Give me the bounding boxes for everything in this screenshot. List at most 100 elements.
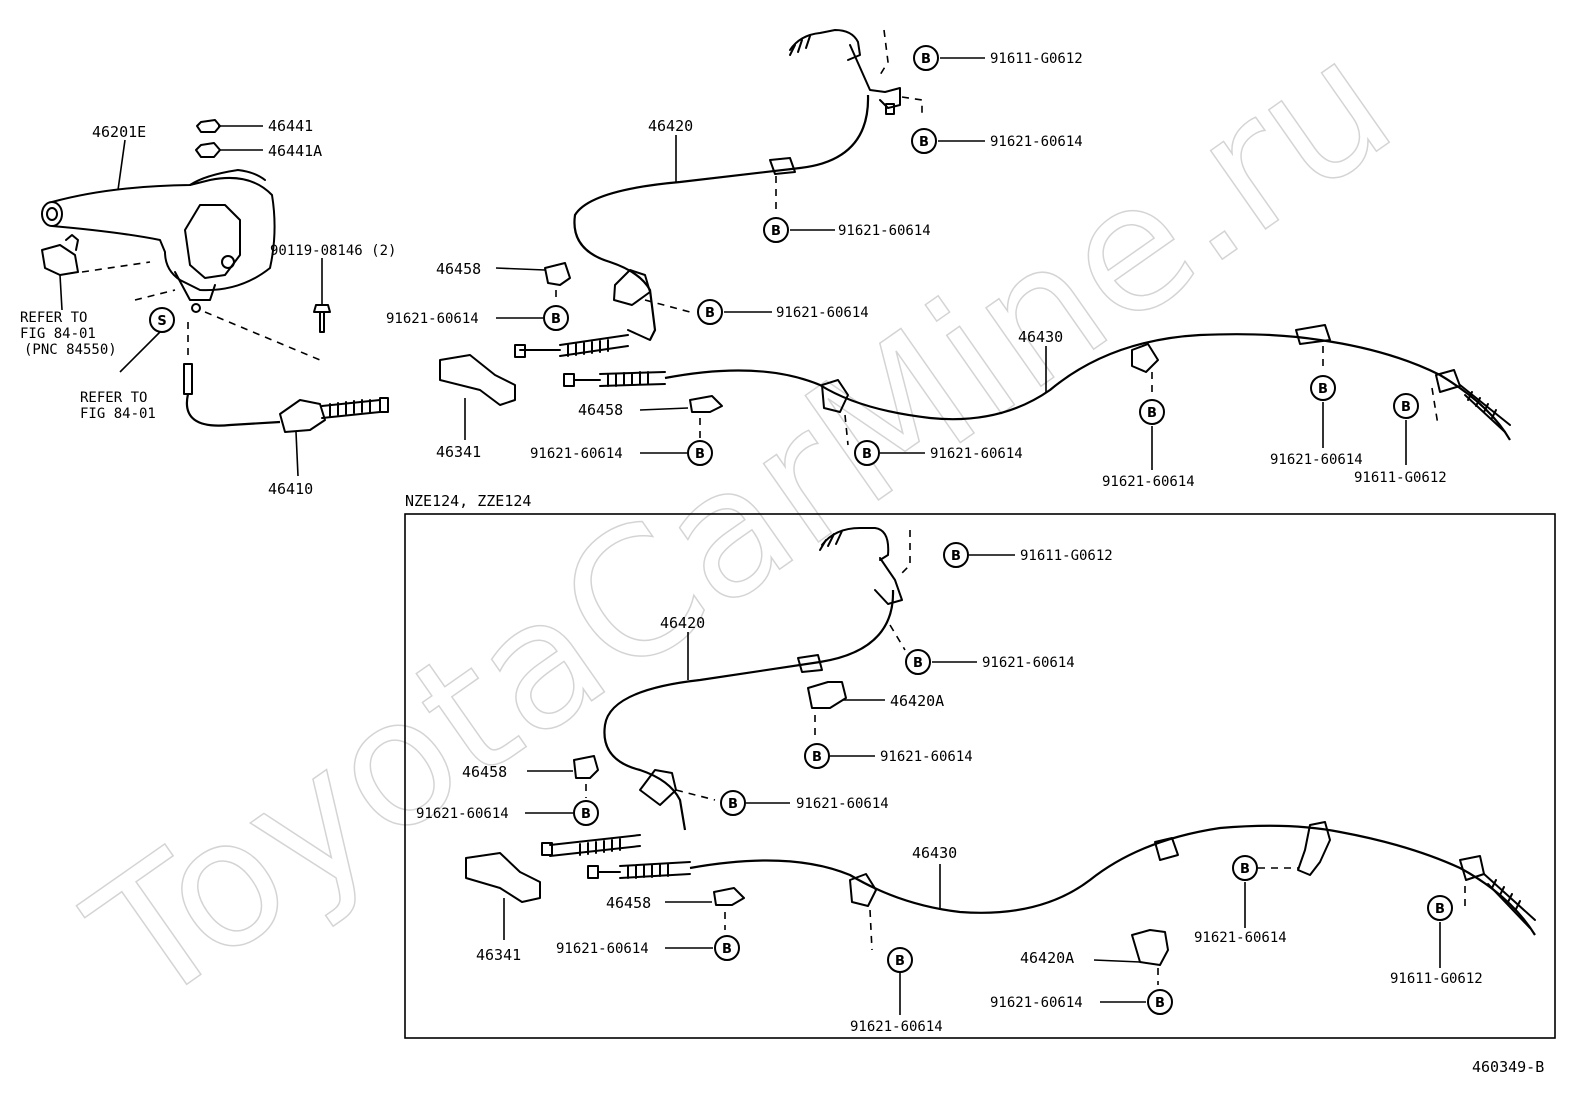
- label-l-bolt-l1: 91621-60614: [850, 1019, 943, 1035]
- svg-text:B: B: [771, 224, 781, 239]
- label-u-bolt-top2: 91621-60614: [990, 134, 1083, 150]
- clamp-46458-lower-1: [573, 755, 599, 779]
- marker-b-4: [697, 299, 723, 325]
- marker-b-13: [804, 743, 830, 769]
- rear-cable-right-drawing: [514, 29, 901, 358]
- front-cable-drawing: [183, 363, 389, 433]
- dash-lever-screw: [204, 311, 321, 361]
- label-screw: 90119-08146 (2): [270, 243, 396, 259]
- bracket-46341-lower: [465, 852, 541, 903]
- dash-lever-special: [134, 289, 176, 301]
- note-refer-pnc-1: REFER TO: [20, 310, 87, 326]
- svg-text:B: B: [1155, 996, 1165, 1011]
- leader-lines: [59, 57, 1441, 1015]
- svg-text:B: B: [695, 447, 705, 462]
- svg-text:B: B: [913, 656, 923, 671]
- label-u-bracket: 46341: [436, 443, 481, 461]
- note-refer-fig-2: FIG 84-01: [80, 406, 156, 422]
- label-l-bracket: 46341: [476, 946, 521, 964]
- svg-text:S: S: [157, 314, 166, 329]
- marker-b-18: [1232, 855, 1258, 881]
- marker-b-1: [913, 45, 939, 71]
- note-refer-pnc-2: FIG 84-01: [20, 326, 96, 342]
- dash-lower-top-bolt: [899, 530, 911, 576]
- label-l-bolt-clamp2: 91621-60614: [556, 941, 649, 957]
- marker-b-11: [943, 542, 969, 568]
- dash-l4: [1431, 387, 1439, 426]
- label-l-bolt-right: 91621-60614: [796, 796, 889, 812]
- clamp-46458-upper-2: [689, 395, 723, 413]
- marker-b-19: [1427, 895, 1453, 921]
- label-l-bolt-clip: 91621-60614: [880, 749, 973, 765]
- dash-lower-top-bolt2: [889, 624, 906, 651]
- clamp-46458-lower-2: [713, 887, 745, 906]
- svg-text:B: B: [921, 52, 931, 67]
- label-l-bolt-l2: 91621-60614: [1194, 930, 1287, 946]
- dash-lower-right-bolt: [675, 789, 716, 801]
- label-u-bolt-right: 91621-60614: [776, 305, 869, 321]
- label-l-cable-r: 46420: [660, 614, 705, 632]
- svg-text:B: B: [895, 954, 905, 969]
- figure-code: 460349-B: [1472, 1058, 1544, 1076]
- svg-text:B: B: [551, 312, 561, 327]
- label-l-cable-l: 46430: [912, 844, 957, 862]
- svg-text:B: B: [1240, 862, 1250, 877]
- parking-brake-lever-drawing: [41, 119, 331, 333]
- label-u-cable-r: 46420: [648, 117, 693, 135]
- label-front-cable: 46410: [268, 480, 313, 498]
- marker-b-7: [854, 440, 880, 466]
- svg-text:B: B: [722, 942, 732, 957]
- label-u-clamp2: 46458: [578, 401, 623, 419]
- note-refer-pnc-3: (PNC 84550): [24, 342, 117, 358]
- svg-text:B: B: [705, 306, 715, 321]
- label-u-bolt-clamp1: 91621-60614: [386, 311, 479, 327]
- svg-text:B: B: [1401, 400, 1411, 415]
- svg-text:B: B: [862, 447, 872, 462]
- variant-group-box: [404, 513, 1556, 1039]
- label-u-bolt-l4: 91611-G0612: [1354, 470, 1447, 486]
- svg-text:B: B: [951, 549, 961, 564]
- clip-46420a-lower-1: [807, 681, 847, 709]
- label-l-clamp1: 46458: [462, 763, 507, 781]
- label-u-bolt-l2: 91621-60614: [1102, 474, 1195, 490]
- label-l-bolt-top2: 91621-60614: [982, 655, 1075, 671]
- dash-l1: [844, 414, 849, 446]
- dash-top-bolt2: [901, 96, 923, 118]
- svg-text:B: B: [812, 750, 822, 765]
- label-l-bolt-clip2: 91621-60614: [990, 995, 1083, 1011]
- part-labels: 46201E 46441 46441A 90119-08146 (2) 4641…: [92, 51, 1483, 1035]
- marker-b-16: [714, 935, 740, 961]
- variant-cable-left-drawing: [587, 821, 1536, 936]
- marker-s-1: [149, 307, 175, 333]
- marker-b-3: [763, 217, 789, 243]
- svg-text:B: B: [919, 135, 929, 150]
- label-u-bolt-l3: 91621-60614: [1270, 452, 1363, 468]
- bracket-46341-upper: [439, 354, 516, 406]
- dash-top-bolt: [879, 29, 889, 76]
- dash-lower-l1: [869, 909, 873, 951]
- variant-cable-right-drawing: [541, 527, 903, 857]
- label-u-bolt-clamp2: 91621-60614: [530, 446, 623, 462]
- svg-text:B: B: [1435, 902, 1445, 917]
- marker-b-8: [1139, 399, 1165, 425]
- label-u-bolt-top: 91611-G0612: [990, 51, 1083, 67]
- markers: B B B B B S B B B B B B B B B B B B B B …: [149, 45, 1453, 1015]
- svg-text:B: B: [1147, 406, 1157, 421]
- marker-b-14: [720, 790, 746, 816]
- variant-box-label: NZE124, ZZE124: [405, 492, 531, 510]
- label-l-bolt-clamp1: 91621-60614: [416, 806, 509, 822]
- marker-b-20: [1147, 989, 1173, 1015]
- clip-46420a-lower-2: [1131, 929, 1169, 966]
- dash-lever-bracket: [81, 261, 151, 273]
- marker-b-2: [911, 128, 937, 154]
- label-l-clamp2: 46458: [606, 894, 651, 912]
- marker-b-5: [543, 305, 569, 331]
- label-u-bolt-l1: 91621-60614: [930, 446, 1023, 462]
- note-refer-fig-1: REFER TO: [80, 390, 147, 406]
- marker-b-15: [573, 800, 599, 826]
- label-u-cable-l: 46430: [1018, 328, 1063, 346]
- watermark: ToyotaCarMine.ru: [57, 1, 1427, 1045]
- label-nut1: 46441: [268, 117, 313, 135]
- label-l-clip2: 46420A: [1020, 949, 1074, 967]
